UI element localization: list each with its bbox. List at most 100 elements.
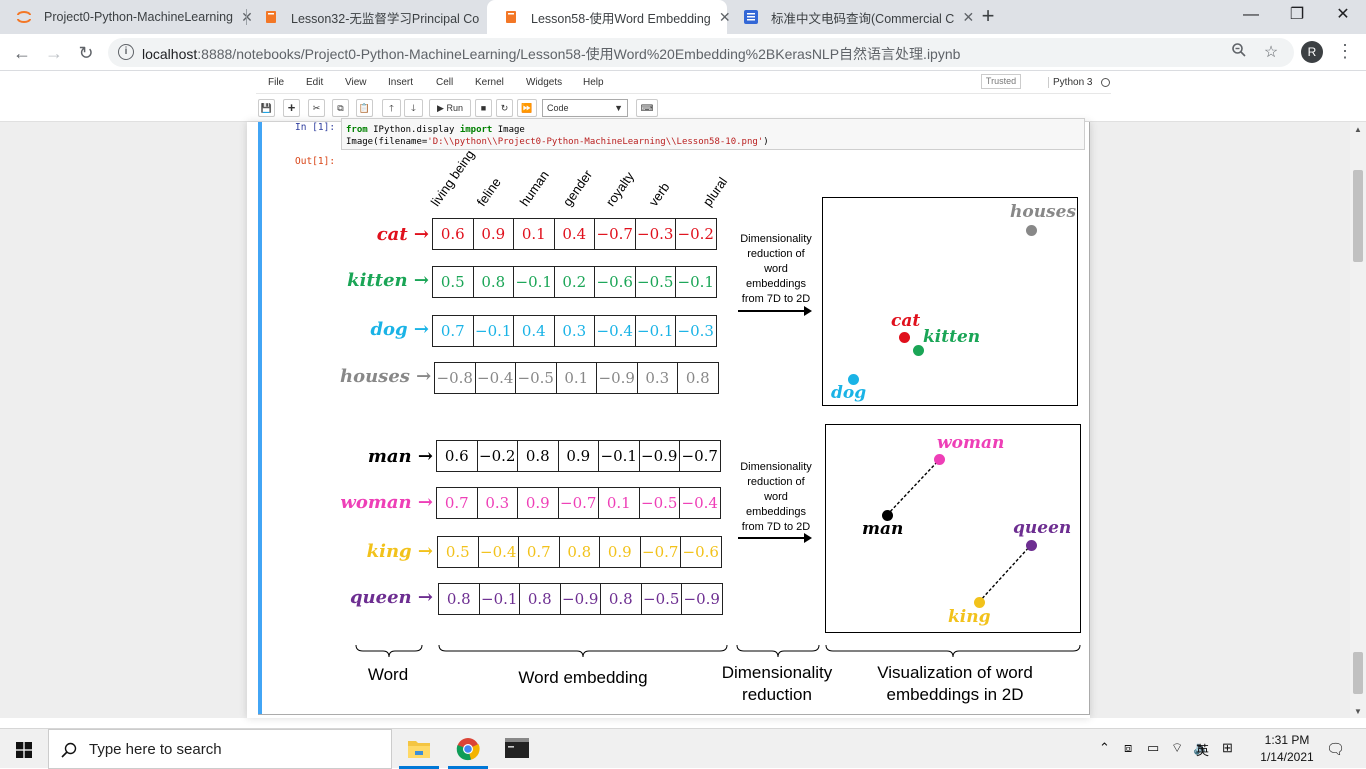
point-dog xyxy=(848,374,859,385)
zoom-icon[interactable] xyxy=(1228,42,1250,64)
embedding-cell: −0.1 xyxy=(598,440,640,472)
paste-icon[interactable]: 📋 xyxy=(356,99,373,117)
attribute-label: gender xyxy=(559,167,596,209)
clock-date: 1/14/2021 xyxy=(1260,750,1314,764)
scroll-down-icon[interactable]: ▼ xyxy=(1354,707,1362,716)
visualization-box-1: houses cat kitten dog xyxy=(822,197,1078,406)
move-up-icon[interactable]: 🡑 xyxy=(382,99,401,117)
embedding-cell: 0.3 xyxy=(476,487,518,519)
back-icon[interactable]: ← xyxy=(13,43,31,63)
battery-icon[interactable]: ▭ xyxy=(1147,740,1160,755)
run-icon: ▶ xyxy=(437,103,444,113)
scroll-up-icon[interactable]: ▲ xyxy=(1354,125,1362,134)
menu-insert[interactable]: Insert xyxy=(388,77,414,88)
menu-file[interactable]: File xyxy=(268,77,285,88)
menu-edit[interactable]: Edit xyxy=(306,77,324,88)
dimred-line: Dimensionality xyxy=(740,461,812,473)
notification-icon[interactable]: 🗨 xyxy=(1326,741,1346,758)
point-label-queen: queen xyxy=(1013,518,1072,538)
restart-run-all-icon[interactable]: ⏩ xyxy=(517,99,537,117)
chrome-app[interactable] xyxy=(444,729,492,769)
tab-jupyter-home[interactable]: Project0-Python-MachineLearning ✕ xyxy=(0,0,253,34)
address-bar[interactable]: i localhost:8888/notebooks/Project0-Pyth… xyxy=(108,38,1294,67)
save-icon[interactable]: 💾 xyxy=(258,99,275,117)
keyboard-icon[interactable]: ⌨ xyxy=(636,99,658,117)
new-tab-icon[interactable]: + xyxy=(981,3,995,28)
point-woman xyxy=(934,454,945,465)
embedding-cell: 0.8 xyxy=(438,583,480,615)
insert-cell-icon[interactable]: + xyxy=(283,99,300,117)
word-embedding-figure: living being feline human gender royalty… xyxy=(340,147,1085,710)
embedding-cell: −0.7 xyxy=(594,218,636,250)
terminal-icon xyxy=(505,738,529,758)
trusted-badge[interactable]: Trusted xyxy=(981,74,1021,89)
interrupt-icon[interactable]: ■ xyxy=(475,99,492,117)
tab-title: Lesson58-使用Word Embedding xyxy=(531,11,711,26)
restore-icon[interactable]: ❐ xyxy=(1289,6,1305,23)
close-icon[interactable]: ✕ xyxy=(718,8,731,25)
code-name: Image xyxy=(492,125,525,135)
url-host: localhost xyxy=(142,46,198,62)
embedding-cell: 0.8 xyxy=(677,362,719,394)
menu-cell[interactable]: Cell xyxy=(436,77,454,88)
chevron-up-icon[interactable]: ⌃ xyxy=(1099,740,1110,755)
move-down-icon[interactable]: 🡓 xyxy=(404,99,423,117)
menu-view[interactable]: View xyxy=(345,77,367,88)
embedding-cell: 0.8 xyxy=(517,440,559,472)
window-close-icon[interactable]: ✕ xyxy=(1336,6,1350,23)
tab-commercial-code[interactable]: 标准中文电码查询(Commercial C ✕ xyxy=(727,0,974,34)
run-label: Run xyxy=(446,103,463,113)
dimred-line: word xyxy=(764,491,788,503)
tab-lesson32[interactable]: Lesson32-无监督学习Principal Co ✕ xyxy=(247,0,499,34)
tab-lesson58[interactable]: Lesson58-使用Word Embedding ✕ xyxy=(487,0,731,34)
forward-icon[interactable]: → xyxy=(45,43,63,63)
menu-help[interactable]: Help xyxy=(583,77,604,88)
reload-icon[interactable]: ↻ xyxy=(78,43,94,63)
url-text: localhost:8888/notebooks/Project0-Python… xyxy=(142,44,960,64)
minimize-icon[interactable]: — xyxy=(1243,6,1259,23)
taskbar-clock[interactable]: 1:31 PM 1/14/2021 xyxy=(1252,732,1322,766)
restart-icon[interactable]: ↻ xyxy=(496,99,513,117)
file-explorer-app[interactable] xyxy=(395,729,443,769)
menu-widgets[interactable]: Widgets xyxy=(526,77,563,88)
start-button[interactable] xyxy=(0,729,48,769)
close-icon[interactable]: ✕ xyxy=(962,8,975,25)
run-button[interactable]: ▶ Run xyxy=(429,99,471,117)
wifi-icon[interactable]: ⌔ xyxy=(1171,740,1184,755)
code-editor[interactable]: from IPython.display import Image Image(… xyxy=(341,118,1085,150)
menu-kernel[interactable]: Kernel xyxy=(475,77,504,88)
network-icon[interactable]: ⧈ xyxy=(1124,740,1133,755)
point-label-man: man xyxy=(862,519,904,539)
word-text: kitten xyxy=(347,270,408,291)
point-cat xyxy=(899,332,910,343)
volume-icon[interactable]: 🔈 xyxy=(1193,740,1210,755)
notebook-menubar: File Edit View Insert Cell Kernel Widget… xyxy=(256,73,1111,94)
copy-icon[interactable]: ⧉ xyxy=(332,99,349,117)
point-label-dog: dog xyxy=(831,383,867,403)
embedding-cell: −0.4 xyxy=(477,536,519,568)
cut-icon[interactable]: ✂ xyxy=(308,99,325,117)
more-menu-icon[interactable]: ⋮ xyxy=(1336,41,1354,61)
site-info-icon[interactable]: i xyxy=(118,44,134,60)
keyboard-layout-icon[interactable]: ⊞ xyxy=(1222,740,1233,755)
cell-type-select[interactable]: Code▼ xyxy=(542,99,628,117)
terminal-app[interactable] xyxy=(493,729,541,769)
embedding-cell: −0.7 xyxy=(639,536,681,568)
point-label-cat: cat xyxy=(891,311,921,331)
point-label-kitten: kitten xyxy=(923,327,981,347)
bookmark-star-icon[interactable]: ☆ xyxy=(1263,44,1279,61)
ime-indicator[interactable]: 英 xyxy=(1196,743,1210,758)
taskbar-search[interactable]: Type here to search xyxy=(48,729,392,769)
input-prompt: In [1]: xyxy=(295,122,336,133)
search-placeholder: Type here to search xyxy=(89,741,222,758)
word-label-queen: queen → xyxy=(349,587,433,608)
embedding-cell: 0.8 xyxy=(558,536,600,568)
scroll-thumb[interactable] xyxy=(1353,652,1363,694)
embedding-cell: −0.9 xyxy=(681,583,723,615)
dimensionality-reduction-text: Dimensionality reduction of word embeddi… xyxy=(731,232,821,307)
page-scrollbar[interactable]: ▲ ▼ xyxy=(1350,122,1366,718)
scroll-track-marker[interactable] xyxy=(1353,170,1363,262)
profile-avatar[interactable]: R xyxy=(1301,41,1323,63)
